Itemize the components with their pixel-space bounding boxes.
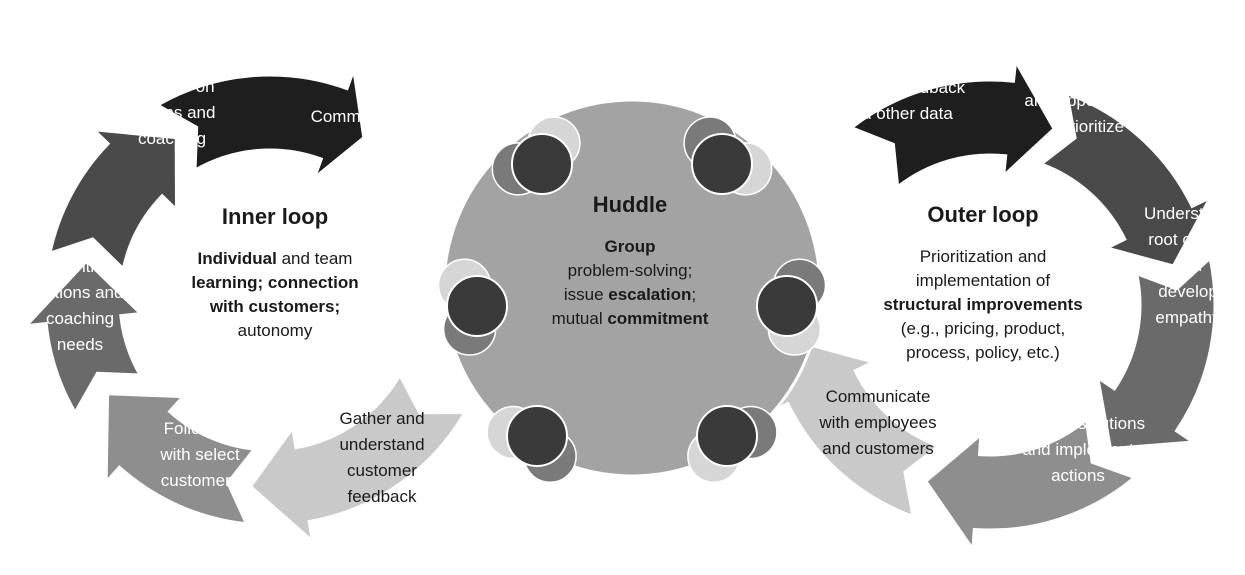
outer-label-line: root cause bbox=[1148, 230, 1227, 249]
outer-label-line: Develop solutions bbox=[1011, 414, 1145, 433]
person-seat bbox=[691, 133, 753, 195]
inner-label-line: Communicate bbox=[311, 107, 416, 126]
outer-label-line: Understand bbox=[1144, 204, 1232, 223]
outer-label-line: empathy bbox=[1155, 308, 1221, 327]
step-labels: Communicate Execute on actions and coaching… bbox=[37, 65, 1232, 506]
huddle-description-part: escalation bbox=[608, 285, 691, 304]
outer-label-line: actions bbox=[1051, 466, 1105, 485]
inner-label-line: coaching bbox=[138, 129, 206, 148]
inner-label-line: Identify bbox=[53, 257, 108, 276]
inner-label-gather: Gather and understand customer feedback bbox=[339, 409, 424, 506]
outer-label-line: Communicate bbox=[826, 387, 931, 406]
inner-label-line: actions and bbox=[37, 283, 124, 302]
inner-label-execute: Execute on actions and coaching bbox=[129, 77, 216, 148]
outer-loop-title: Outer loop bbox=[927, 202, 1038, 227]
outer-arrow-develop bbox=[923, 417, 1138, 554]
inner-arrow-identify bbox=[22, 258, 145, 416]
inner-loop-description-part: learning; connection bbox=[191, 273, 358, 292]
inner-label-line: customer bbox=[347, 461, 417, 480]
outer-label-analyze: Analyze feedback and other data bbox=[831, 78, 966, 123]
inner-label-line: feedback bbox=[348, 487, 417, 506]
person-seat bbox=[511, 133, 573, 195]
outer-arrow-understand bbox=[1095, 255, 1217, 451]
huddle-title: Huddle bbox=[593, 192, 668, 217]
huddle-description: Group problem-solving; issue escalation; mu… bbox=[552, 237, 709, 328]
person-seat bbox=[696, 405, 758, 467]
huddle-description-part: issue bbox=[564, 285, 608, 304]
inner-arrow-communicate bbox=[154, 69, 366, 183]
outer-loop-description-part: process, policy, etc.) bbox=[906, 343, 1060, 362]
inner-loop-description-part: with customers; bbox=[209, 297, 340, 316]
inner-label-line: coaching bbox=[46, 309, 114, 328]
huddle-description-part: ; bbox=[691, 285, 696, 304]
outer-loop-description-part: implementation of bbox=[916, 271, 1050, 290]
outer-arrow-identify-issues bbox=[1038, 91, 1214, 268]
inner-loop-description-part: Individual bbox=[198, 249, 277, 268]
inner-label-follow: Follow up with select customers bbox=[159, 419, 240, 490]
outer-label-develop: Develop solutions and implement actions bbox=[1011, 414, 1145, 485]
inner-label-communicate: Communicate bbox=[311, 107, 416, 126]
inner-loop-title: Inner loop bbox=[222, 204, 328, 229]
inner-label-line: customers bbox=[161, 471, 239, 490]
outer-loop-description-part: (e.g., pricing, product, bbox=[901, 319, 1065, 338]
inner-label-line: Execute on bbox=[129, 77, 214, 96]
outer-label-line: and bbox=[1174, 256, 1202, 275]
outer-label-line: and opportunities; bbox=[1024, 91, 1159, 110]
person-seat bbox=[506, 405, 568, 467]
inner-loop-description-part: autonomy bbox=[238, 321, 313, 340]
outer-label-communicate-emp: Communicate with employees and customers bbox=[818, 387, 936, 458]
outer-label-line: prioritize bbox=[1060, 117, 1124, 136]
huddle-table-group bbox=[437, 98, 827, 484]
outer-loop-description-part: Prioritization and bbox=[920, 247, 1047, 266]
inner-label-identify: Identify actions and coaching needs bbox=[37, 257, 124, 354]
person-seat bbox=[756, 275, 818, 337]
outer-loop-description: Prioritization and implementation of struc… bbox=[883, 247, 1082, 362]
huddle-description-part: commitment bbox=[607, 309, 708, 328]
outer-loop-arrows bbox=[766, 56, 1217, 554]
outer-label-line: with employees bbox=[818, 413, 936, 432]
inner-label-line: with select bbox=[159, 445, 240, 464]
outer-label-line: Identify issues bbox=[1038, 65, 1146, 84]
outer-arrow-analyze bbox=[848, 56, 1056, 190]
person-seat bbox=[446, 275, 508, 337]
inner-label-line: understand bbox=[339, 435, 424, 454]
inner-arrow-gather bbox=[248, 371, 468, 546]
outer-label-understand: Understand root cause and develop empathy bbox=[1144, 204, 1232, 327]
huddle-description-part: problem-solving; bbox=[568, 261, 693, 280]
outer-label-line: and customers bbox=[822, 439, 934, 458]
outer-label-line: and implement bbox=[1022, 440, 1134, 459]
inner-label-line: actions and bbox=[129, 103, 216, 122]
huddle-description-part: Group bbox=[605, 237, 656, 256]
inner-label-line: Gather and bbox=[339, 409, 424, 428]
inner-label-line: Follow up bbox=[164, 419, 237, 438]
outer-label-line: Analyze feedback bbox=[831, 78, 966, 97]
inner-label-line: needs bbox=[57, 335, 103, 354]
inner-loop-description: Individual and team learning; connection w… bbox=[191, 249, 358, 340]
huddle-description-part: mutual bbox=[552, 309, 608, 328]
inner-loop-description-part: and team bbox=[277, 249, 353, 268]
outer-label-identify-issues: Identify issues and opportunities; priorit… bbox=[1024, 65, 1159, 136]
inner-arrow-execute bbox=[47, 127, 179, 272]
inner-loop-arrows bbox=[22, 69, 468, 546]
outer-label-line: and other data bbox=[843, 104, 953, 123]
outer-loop-description-part: structural improvements bbox=[883, 295, 1082, 314]
outer-label-line: develop bbox=[1158, 282, 1218, 301]
inner-arrow-follow bbox=[104, 392, 258, 526]
